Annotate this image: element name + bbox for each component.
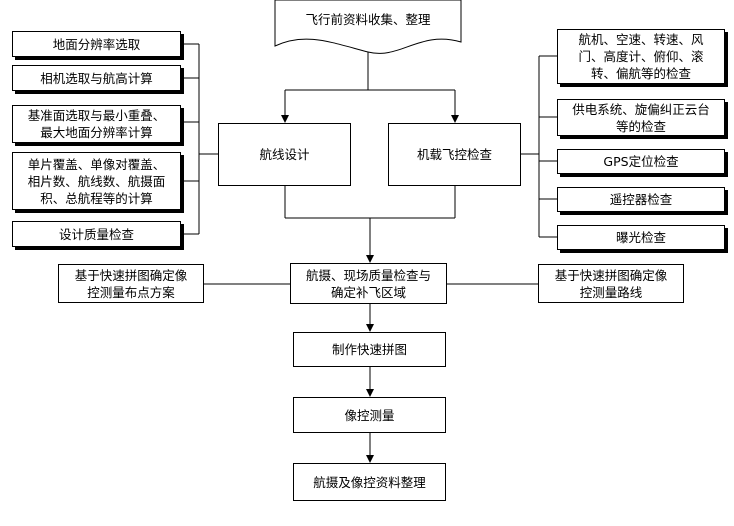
node-design-qc: 设计质量检查	[12, 221, 181, 247]
node-exposure-check: 曝光检查	[557, 225, 725, 250]
node-mosaic: 制作快速拼图	[293, 332, 446, 367]
node-data-organization: 航摄及像控资料整理	[293, 463, 446, 501]
node-gps-check: GPS定位检查	[557, 149, 725, 174]
node-control-route: 基于快速拼图确定像 控测量路线	[538, 264, 684, 303]
node-remote-check: 遥控器检查	[557, 187, 725, 212]
node-power-gimbal-check: 供电系统、旋偏纠正云台 等的检查	[557, 99, 725, 136]
node-flight-check: 机载飞控检查	[388, 123, 521, 186]
node-control-survey: 像控测量	[293, 397, 446, 433]
node-ground-resolution: 地面分辨率选取	[12, 31, 181, 57]
node-aerial-qc: 航摄、现场质量检查与 确定补飞区域	[290, 263, 447, 304]
node-route-design: 航线设计	[218, 123, 351, 186]
node-start: 飞行前资料收集、整理	[305, 11, 431, 27]
node-datum-overlap-calc: 基准面选取与最小重叠、 最大地面分辨率计算	[12, 105, 181, 143]
node-flight-params-check: 航机、空速、转速、风 门、高度计、俯仰、滚 转、偏航等的检查	[557, 29, 725, 84]
node-coverage-calc: 单片覆盖、单像对覆盖、 相片数、航线数、航摄面 积、总航程等的计算	[12, 152, 181, 210]
node-camera-altitude-calc: 相机选取与航高计算	[12, 65, 181, 91]
node-control-plan: 基于快速拼图确定像 控测量布点方案	[58, 264, 204, 303]
